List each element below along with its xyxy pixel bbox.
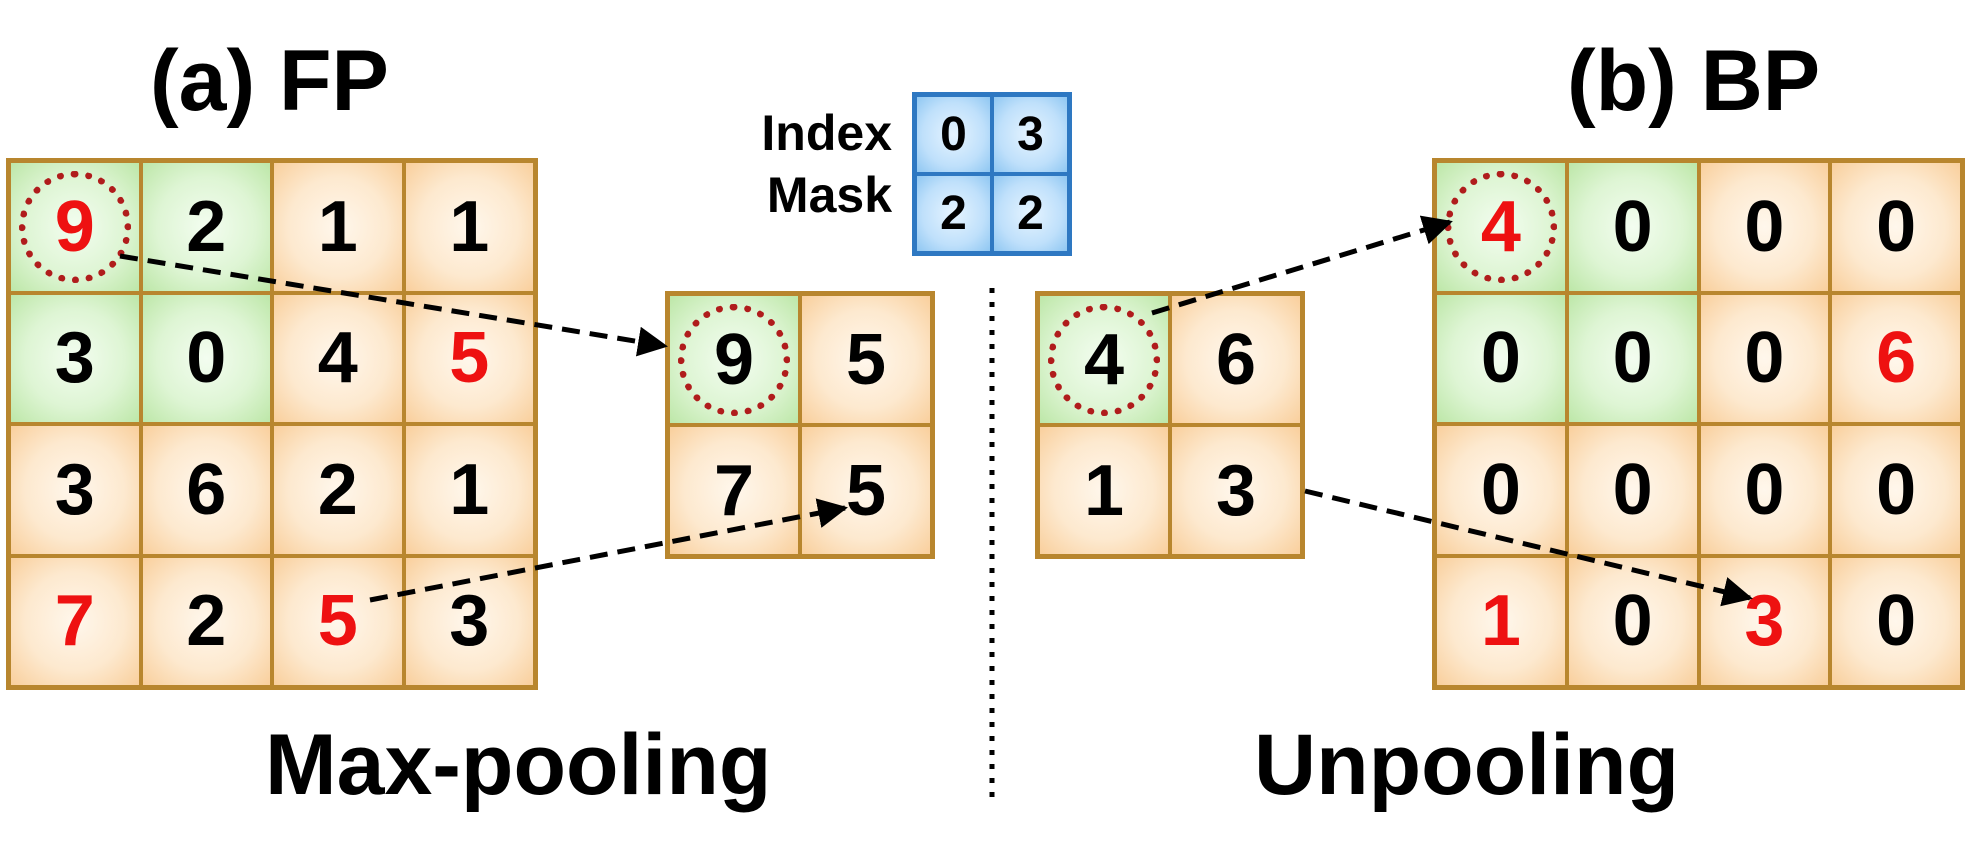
fp-input-value: 5	[449, 318, 490, 399]
bp-input-cell: 3	[1170, 425, 1302, 556]
index-mask-grid: 0 3 2 2	[912, 92, 1072, 256]
fp-input-value: 6	[186, 449, 227, 530]
bp-output-value: 0	[1612, 581, 1653, 662]
fp-output-value: 9	[713, 319, 755, 400]
fp-output-cell: 5	[800, 294, 932, 425]
fp-input-value: 2	[317, 449, 358, 530]
bp-output-value: 1	[1480, 581, 1521, 662]
bp-output-cell: 0	[1566, 424, 1699, 556]
fp-title: (a) FP	[150, 33, 389, 129]
bp-output-grid: 4 0 0 0 0 0 0 6 0 0 0 0 1 0 3 0	[1432, 158, 1965, 690]
fp-input-cell: 2	[140, 555, 272, 687]
fp-output-cell: 7	[668, 425, 800, 556]
index-mask-cell: 0	[915, 95, 992, 174]
index-mask-cell: 2	[992, 174, 1069, 253]
bp-output-cell: 0	[1830, 424, 1962, 556]
fp-input-cell: 5	[272, 555, 404, 687]
bp-output-cell: 0	[1698, 424, 1831, 556]
fp-input-value: 9	[54, 186, 95, 267]
fp-input-cell: 3	[9, 292, 141, 424]
bp-output-cell: 0	[1698, 161, 1831, 293]
max-pooling-caption: Max-pooling	[265, 717, 772, 813]
bp-output-cell: 0	[1566, 161, 1699, 293]
index-mask-label: Index Mask	[720, 102, 892, 226]
fp-input-value: 2	[186, 581, 227, 662]
fp-input-value: 7	[54, 581, 95, 662]
fp-input-value: 0	[186, 318, 227, 399]
bp-input-value: 1	[1083, 450, 1125, 531]
fp-output-value: 5	[845, 319, 887, 400]
fp-input-cell: 4	[272, 292, 404, 424]
bp-output-value: 0	[1744, 449, 1785, 530]
fp-input-cell: 3	[403, 555, 535, 687]
bp-output-value: 0	[1480, 449, 1521, 530]
index-mask-label-line2: Mask	[766, 167, 892, 223]
bp-output-value: 0	[1876, 186, 1917, 267]
fp-input-grid: 9 2 1 1 3 0 4 5 3 6 2 1 7 2 5 3	[6, 158, 538, 690]
bp-output-value: 0	[1744, 318, 1785, 399]
bp-output-value: 0	[1480, 318, 1521, 399]
fp-output-cell: 9	[668, 294, 800, 425]
fp-input-value: 5	[317, 581, 358, 662]
bp-output-cell: 6	[1830, 292, 1962, 424]
bp-output-value: 0	[1876, 581, 1917, 662]
bp-input-grid: 4 6 1 3	[1035, 291, 1305, 559]
fp-output-value: 7	[713, 450, 755, 531]
fp-input-value: 3	[54, 318, 95, 399]
bp-title: (b) BP	[1567, 33, 1821, 129]
bp-output-value: 0	[1612, 449, 1653, 530]
bp-output-cell: 0	[1566, 555, 1699, 687]
bp-output-cell: 0	[1566, 292, 1699, 424]
fp-input-cell: 7	[9, 555, 141, 687]
fp-input-cell: 3	[9, 424, 141, 556]
arrow-bp-unpool-bottom	[1304, 488, 1753, 607]
bp-input-value: 3	[1215, 450, 1257, 531]
fp-output-grid: 9 5 7 5	[665, 291, 935, 559]
bp-output-value: 0	[1876, 449, 1917, 530]
fp-input-value: 1	[449, 186, 490, 267]
fp-input-cell: 1	[272, 161, 404, 293]
bp-output-cell: 0	[1435, 292, 1567, 424]
index-mask-cell: 3	[992, 95, 1069, 174]
fp-input-value: 1	[449, 449, 490, 530]
fp-input-value: 1	[317, 186, 358, 267]
bp-input-cell: 6	[1170, 294, 1302, 425]
bp-output-value: 6	[1876, 318, 1917, 399]
index-mask-label-line1: Index	[761, 105, 892, 161]
fp-input-cell: 1	[403, 424, 535, 556]
bp-output-value: 0	[1744, 186, 1785, 267]
fp-input-cell: 0	[140, 292, 272, 424]
bp-output-cell: 0	[1435, 424, 1567, 556]
bp-output-value: 0	[1612, 186, 1653, 267]
arrow-fp-max-top	[119, 253, 668, 357]
arrow-fp-max-bottom	[369, 498, 848, 603]
fp-input-value: 3	[449, 581, 490, 662]
bp-output-cell: 0	[1830, 555, 1962, 687]
bp-input-value: 4	[1083, 319, 1125, 400]
arrow-bp-unpool-top	[1151, 215, 1453, 316]
bp-output-value: 0	[1612, 318, 1653, 399]
fp-input-cell: 2	[272, 424, 404, 556]
bp-input-cell: 1	[1038, 425, 1170, 556]
fp-output-cell: 5	[800, 425, 932, 556]
bp-input-value: 6	[1215, 319, 1257, 400]
fp-input-value: 2	[186, 186, 227, 267]
fp-input-value: 3	[54, 449, 95, 530]
fp-input-value: 4	[317, 318, 358, 399]
bp-output-cell: 0	[1830, 161, 1962, 293]
unpooling-caption: Unpooling	[1254, 717, 1680, 813]
fp-input-cell: 1	[403, 161, 535, 293]
fp-input-cell: 6	[140, 424, 272, 556]
fp-output-value: 5	[845, 450, 887, 531]
fp-input-cell: 5	[403, 292, 535, 424]
bp-output-value: 4	[1480, 186, 1521, 267]
bp-output-cell: 0	[1698, 292, 1831, 424]
index-mask-cell: 2	[915, 174, 992, 253]
bp-output-cell: 1	[1435, 555, 1567, 687]
